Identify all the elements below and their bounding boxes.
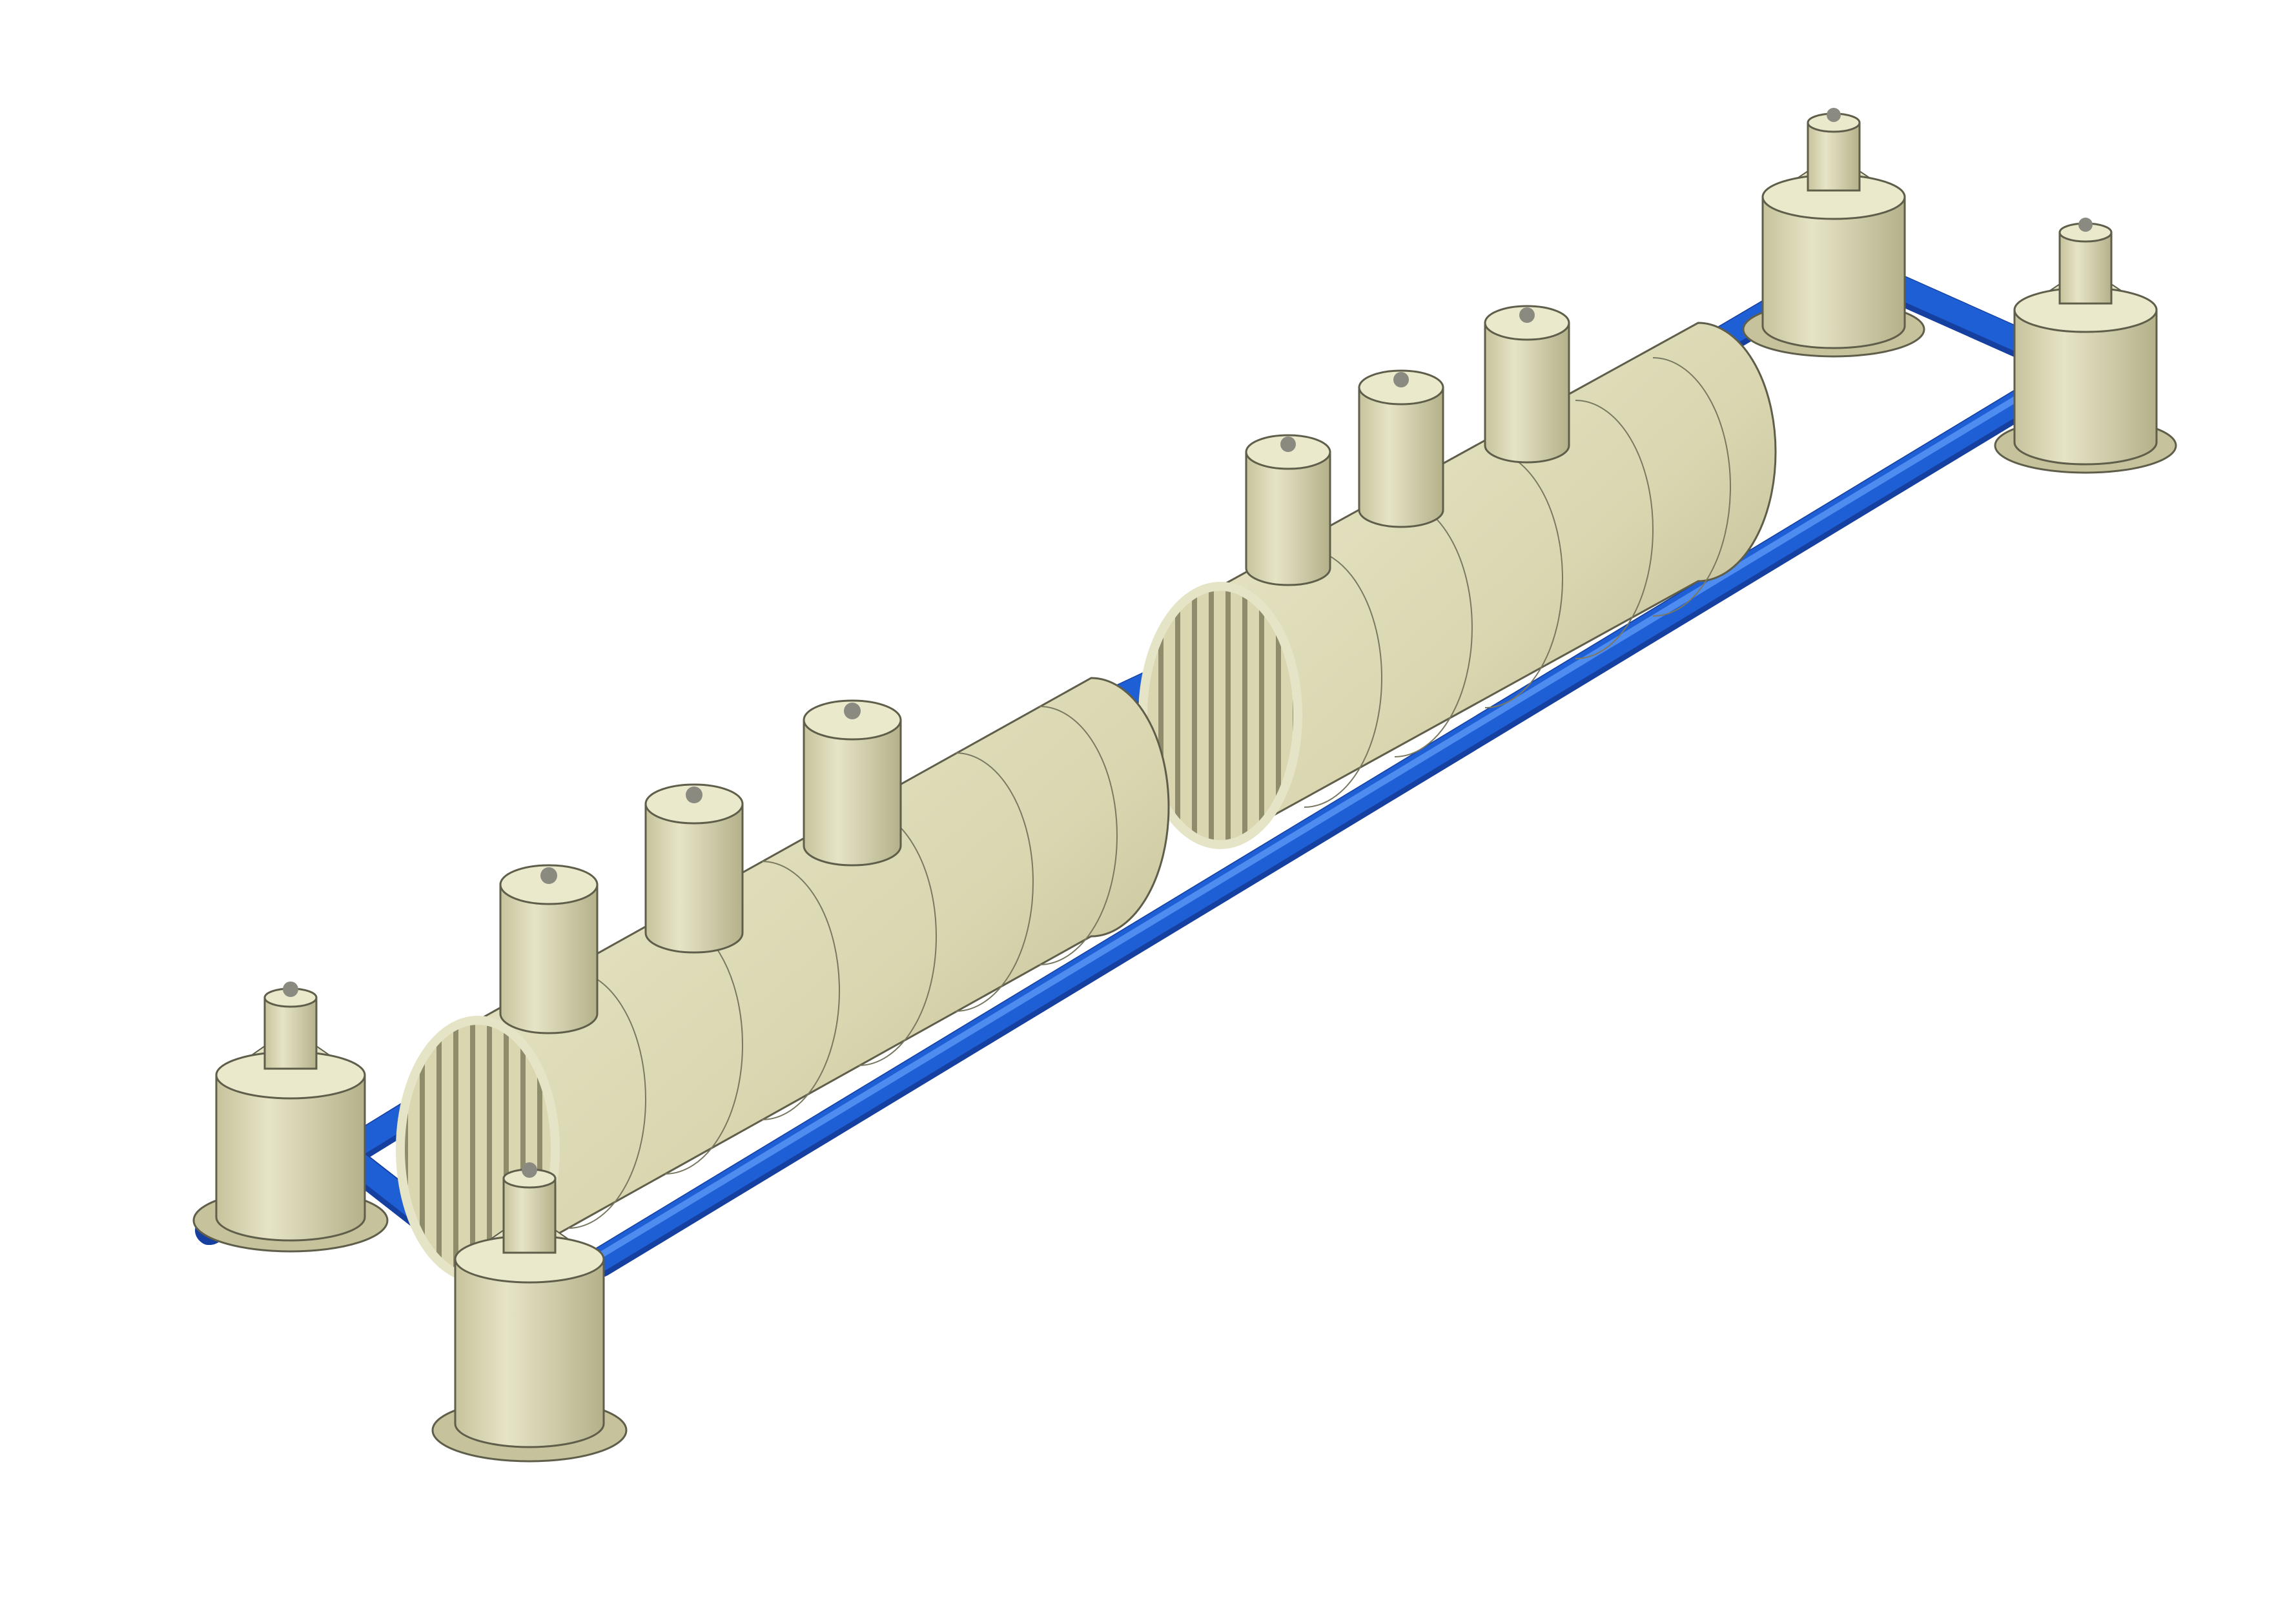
riser-right-2 bbox=[1358, 369, 1444, 528]
well-far-right bbox=[1994, 218, 2177, 474]
well-front-center bbox=[431, 1162, 628, 1463]
riser-right-3 bbox=[1484, 305, 1570, 464]
riser-left-1 bbox=[499, 864, 599, 1034]
riser-left-2 bbox=[644, 783, 744, 954]
tank-right bbox=[1138, 305, 1777, 849]
pipe-long-return bbox=[586, 380, 2049, 1277]
riser-right-1 bbox=[1245, 434, 1331, 586]
riser-left-3 bbox=[803, 699, 902, 867]
well-front-left bbox=[192, 982, 389, 1253]
well-back-right bbox=[1742, 108, 1925, 358]
